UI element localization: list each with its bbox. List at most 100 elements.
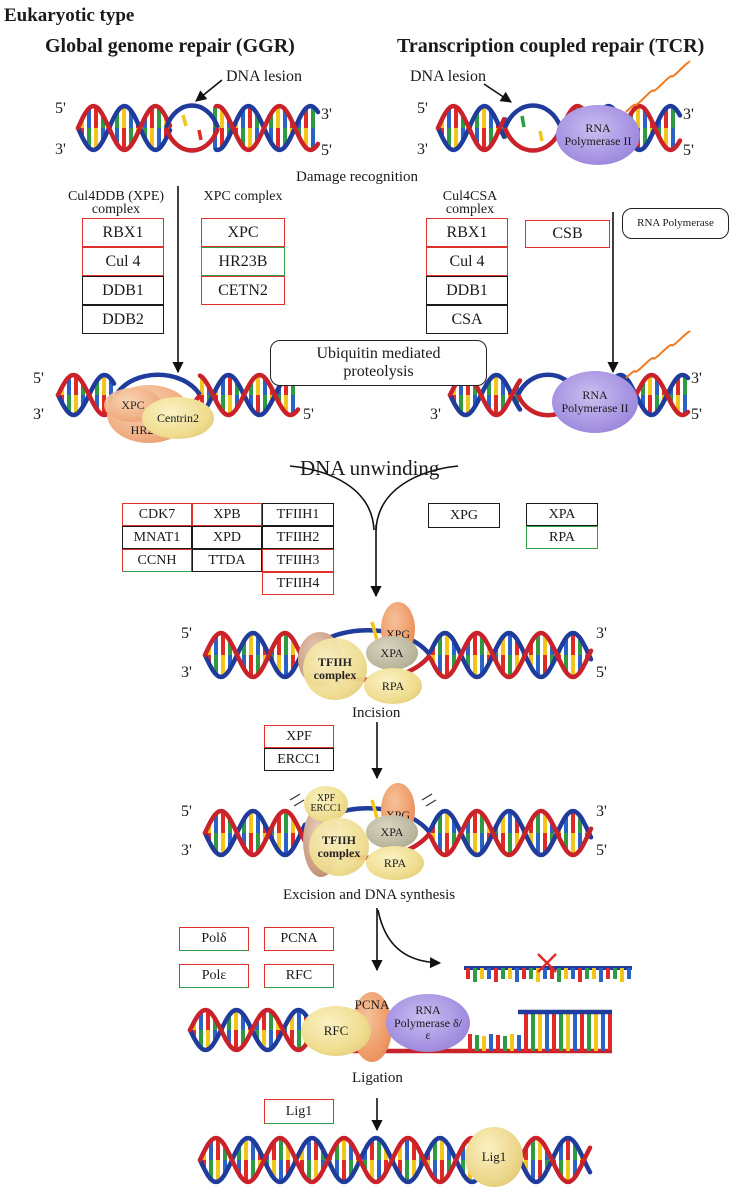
protein-box-xpd: XPD bbox=[192, 526, 262, 549]
protein-box-xpb: XPB bbox=[192, 503, 262, 526]
three-prime-label: 3' bbox=[430, 406, 441, 423]
dna-strand bbox=[197, 1135, 593, 1185]
lesion-base bbox=[520, 115, 526, 128]
protein-box-ddb2: DDB2 bbox=[82, 305, 164, 334]
dna-strand-open bbox=[163, 103, 221, 129]
lesion-base bbox=[538, 130, 544, 142]
five-prime-label: 5' bbox=[596, 664, 607, 681]
dna-strand-open bbox=[502, 127, 564, 153]
flow-arrow bbox=[289, 465, 375, 531]
lesion-base bbox=[197, 129, 203, 141]
step-incision: Incision bbox=[352, 705, 401, 721]
rpa-blob: RPA bbox=[366, 846, 424, 880]
dna-strand bbox=[202, 808, 594, 858]
spacer bbox=[249, 927, 264, 951]
five-prime-label: 5' bbox=[55, 100, 66, 117]
dna-strand bbox=[75, 103, 321, 153]
ggr-lesion-label: DNA lesion bbox=[226, 68, 302, 85]
cut-mark bbox=[293, 799, 305, 807]
tfiih-complex-blob: TFIIH complex bbox=[309, 818, 369, 876]
protein-box-rfc: RFC bbox=[264, 964, 334, 988]
protein-box-xpa: XPA bbox=[526, 503, 598, 526]
excise-cross-mark bbox=[537, 953, 557, 973]
lesion-pointer-arrow bbox=[483, 83, 512, 103]
cul4ddb-complex-title: Cul4DDB (XPE) complex bbox=[67, 189, 165, 217]
tcr-title: Transcription coupled repair (TCR) bbox=[397, 35, 705, 57]
lig1-box: Lig1 bbox=[264, 1099, 334, 1124]
protein-box-csa: CSA bbox=[426, 305, 508, 334]
three-prime-label: 3' bbox=[33, 406, 44, 423]
lesion-pointer-arrow bbox=[195, 79, 223, 102]
page-title: Eukaryotic type bbox=[4, 5, 135, 26]
five-prime-label: 5' bbox=[181, 803, 192, 820]
tfiih-complex-blob: TFIIH complex bbox=[303, 638, 367, 700]
protein-box-xpc: XPC bbox=[201, 218, 285, 247]
three-prime-label: 3' bbox=[55, 141, 66, 158]
five-prime-label: 5' bbox=[33, 370, 44, 387]
rna-polymerase-de-blob: RNA Polymerase δ/ε bbox=[386, 994, 470, 1052]
three-prime-label: 3' bbox=[321, 106, 332, 123]
lig1-blob: Lig1 bbox=[465, 1127, 523, 1187]
protein-box-cdk7: CDK7 bbox=[122, 503, 192, 526]
dna-strand bbox=[55, 372, 301, 418]
csb-box: CSB bbox=[525, 220, 610, 248]
empty-cell bbox=[122, 572, 192, 595]
cut-mark bbox=[425, 799, 437, 807]
protein-box-ddb1: DDB1 bbox=[426, 276, 508, 305]
five-prime-label: 5' bbox=[691, 406, 702, 423]
protein-box-cul-4: Cul 4 bbox=[426, 247, 508, 276]
three-prime-label: 3' bbox=[596, 803, 607, 820]
five-prime-label: 5' bbox=[683, 142, 694, 159]
three-prime-label: 3' bbox=[683, 106, 694, 123]
protein-box-ddb1: DDB1 bbox=[82, 276, 164, 305]
cut-mark bbox=[289, 793, 301, 801]
three-prime-label: 3' bbox=[417, 141, 428, 158]
three-prime-label: 3' bbox=[181, 842, 192, 859]
xpa-blob: XPA bbox=[366, 815, 418, 849]
protein-box-lig1: Lig1 bbox=[264, 1099, 334, 1124]
dna-strand bbox=[75, 103, 321, 153]
mrna-transcript bbox=[625, 60, 691, 113]
rna-polymerase-box: RNA Polymerase bbox=[622, 208, 729, 239]
protein-box-cul-4: Cul 4 bbox=[82, 247, 164, 276]
protein-box-ttda: TTDA bbox=[192, 549, 262, 572]
protein-box-ccnh: CCNH bbox=[122, 549, 192, 572]
mrna-transcript bbox=[625, 330, 691, 379]
dna-strand-open bbox=[163, 127, 221, 153]
protein-box-tfiih1: TFIIH1 bbox=[262, 503, 334, 526]
dna-strand bbox=[202, 630, 594, 680]
protein-box-ercc1: ERCC1 bbox=[264, 748, 334, 771]
protein-box-pol-: Polδ bbox=[179, 927, 249, 951]
step-dna-unwinding: DNA unwinding bbox=[300, 456, 440, 480]
protein-box-mnat1: MNAT1 bbox=[122, 526, 192, 549]
xpc-complex-title: XPC complex bbox=[203, 189, 283, 204]
protein-box-tfiih4: TFIIH4 bbox=[262, 572, 334, 595]
three-prime-label: 3' bbox=[691, 370, 702, 387]
protein-box-rbx1: RBX1 bbox=[82, 218, 164, 247]
empty-cell bbox=[192, 572, 262, 595]
rpa-blob: RPA bbox=[364, 668, 422, 704]
excised-fragment-arrow bbox=[377, 909, 442, 969]
step-ligation: Ligation bbox=[352, 1070, 403, 1086]
ubiquitin-proteolysis-box: Ubiquitin mediated proteolysis bbox=[270, 340, 487, 386]
xpg-box: XPG bbox=[428, 503, 500, 528]
tcr-lesion-label: DNA lesion bbox=[410, 68, 486, 85]
xpf-ercc1-blob: XPF ERCC1 bbox=[304, 786, 348, 822]
centrin2-blob: Centrin2 bbox=[142, 397, 214, 439]
xpa-blob: XPA bbox=[366, 636, 418, 670]
five-prime-label: 5' bbox=[181, 625, 192, 642]
ggr-title: Global genome repair (GGR) bbox=[45, 35, 295, 57]
protein-box-pol-: Polε bbox=[179, 964, 249, 988]
cul4csa-complex-title: Cul4CSA complex bbox=[442, 189, 498, 217]
protein-box-hr23b: HR23B bbox=[201, 247, 285, 276]
protein-box-tfiih3: TFIIH3 bbox=[262, 549, 334, 572]
lesion-base bbox=[370, 799, 379, 819]
rna-polymerase-ii-blob: RNA Polymerase II bbox=[552, 371, 638, 433]
three-prime-label: 3' bbox=[181, 664, 192, 681]
